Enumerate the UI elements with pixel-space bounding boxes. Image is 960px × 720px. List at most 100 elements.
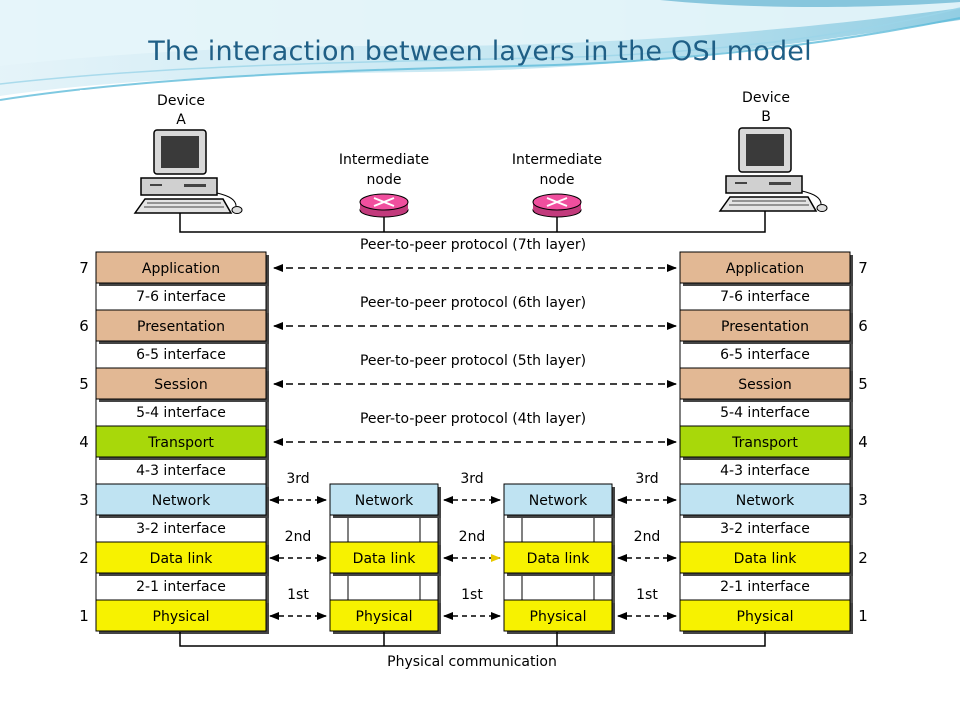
- interface-label-b: 6-5 interface: [720, 347, 810, 363]
- interface-label-b: 5-4 interface: [720, 405, 810, 421]
- interface-label-a: 3-2 interface: [136, 521, 226, 537]
- layer-label-physical-node-1: Physical: [356, 609, 413, 625]
- layer-box-presentation-a: [95, 309, 267, 342]
- node-1-label: Intermediate: [339, 152, 429, 168]
- hop-label-network: 3rd: [286, 471, 309, 487]
- layer-label-network-node-1: Network: [355, 493, 414, 509]
- node-2-label: Intermediate: [512, 152, 602, 168]
- device-b-letter: B: [761, 109, 771, 125]
- layer-label-physical-node-2: Physical: [530, 609, 587, 625]
- hop-label-physical: 1st: [461, 587, 483, 603]
- layer-label-presentation-b: Presentation: [721, 319, 809, 335]
- layer-number-right: 2: [858, 549, 868, 567]
- layer-label-presentation-a: Presentation: [137, 319, 225, 335]
- node-2-sublabel: node: [540, 172, 575, 188]
- hop-label-physical: 1st: [636, 587, 658, 603]
- layer-box-data-link-node-1: [329, 541, 439, 574]
- peer-protocol-label: Peer-to-peer protocol (6th layer): [360, 295, 586, 311]
- layer-label-session-b: Session: [738, 377, 791, 393]
- slide-title: The interaction between layers in the OS…: [148, 36, 812, 67]
- layer-label-data-link-b: Data link: [734, 551, 798, 567]
- interface-label-a: 4-3 interface: [136, 463, 226, 479]
- peer-protocol-arrows: Peer-to-peer protocol (7th layer) Peer-to…: [273, 237, 677, 446]
- hop-label-network: 3rd: [635, 471, 658, 487]
- hop-label-physical: 1st: [287, 587, 309, 603]
- layer-number-left: 3: [79, 491, 89, 509]
- layer-number-left: 4: [79, 433, 89, 451]
- layer-box-network-node-1: [329, 483, 439, 516]
- layer-label-application-a: Application: [142, 261, 220, 277]
- router-icon: [532, 193, 582, 218]
- layer-number-right: 3: [858, 491, 868, 509]
- layer-label-physical-a: Physical: [153, 609, 210, 625]
- physical-link: [179, 632, 766, 647]
- peer-protocol-label: Peer-to-peer protocol (7th layer): [360, 237, 586, 253]
- layer-box-application-a: [95, 251, 267, 284]
- layer-box-data-link-b: [679, 541, 851, 574]
- peer-protocol-label: Peer-to-peer protocol (4th layer): [360, 411, 586, 427]
- layer-number-right: 7: [858, 259, 868, 277]
- layer-box-transport-b: [679, 425, 851, 458]
- intermediate-node-1: Intermediate node: [339, 152, 429, 218]
- interface-label-a: 5-4 interface: [136, 405, 226, 421]
- layer-box-presentation-b: [679, 309, 851, 342]
- layer-number-right: 1: [858, 607, 868, 625]
- layer-box-network-a: [95, 483, 267, 516]
- layer-label-session-a: Session: [154, 377, 207, 393]
- peer-protocol-label: Peer-to-peer protocol (5th layer): [360, 353, 586, 369]
- layer-box-physical-a: [95, 599, 267, 632]
- layer-box-data-link-a: [95, 541, 267, 574]
- layer-box-application-b: [679, 251, 851, 284]
- interface-label-a: 6-5 interface: [136, 347, 226, 363]
- hop-label-datalink: 2nd: [459, 529, 486, 545]
- layer-box-network-b: [679, 483, 851, 516]
- interface-label-b: 7-6 interface: [720, 289, 810, 305]
- device-b: Device B: [718, 90, 828, 212]
- layer-number-left: 2: [79, 549, 89, 567]
- layer-number-left: 7: [79, 259, 89, 277]
- layer-box-network-node-2: [503, 483, 613, 516]
- layer-number-left: 6: [79, 317, 89, 335]
- device-a: Device A: [133, 93, 243, 214]
- hop-label-datalink: 2nd: [285, 529, 312, 545]
- computer-icon: [718, 127, 828, 212]
- hop-label-datalink: 2nd: [634, 529, 661, 545]
- device-a-letter: A: [176, 112, 186, 128]
- interface-label-b: 2-1 interface: [720, 579, 810, 595]
- interface-label-a: 2-1 interface: [136, 579, 226, 595]
- layer-number-left: 1: [79, 607, 89, 625]
- layer-label-data-link-node-1: Data link: [353, 551, 417, 567]
- hop-label-network: 3rd: [460, 471, 483, 487]
- layer-box-session-b: [679, 367, 851, 400]
- layer-box-physical-node-1: [329, 599, 439, 632]
- router-icon: [359, 193, 409, 218]
- device-a-label: Device: [157, 93, 205, 109]
- device-b-label: Device: [742, 90, 790, 106]
- layer-box-physical-b: [679, 599, 851, 632]
- layer-label-network-b: Network: [736, 493, 795, 509]
- layer-label-network-a: Network: [152, 493, 211, 509]
- layer-box-physical-node-2: [503, 599, 613, 632]
- layer-box-session-a: [95, 367, 267, 400]
- interface-label-b: 4-3 interface: [720, 463, 810, 479]
- layer-box-data-link-node-2: [503, 541, 613, 574]
- layer-label-data-link-a: Data link: [150, 551, 214, 567]
- physical-communication-label: Physical communication: [387, 654, 557, 670]
- top-network-link: [179, 211, 766, 233]
- layer-number-right: 4: [858, 433, 868, 451]
- layer-label-data-link-node-2: Data link: [527, 551, 591, 567]
- computer-icon: [133, 129, 243, 214]
- hop-arrows: 3rd 3rd 3rd 2nd 2nd 2nd 1st 1st 1st: [269, 471, 677, 620]
- layer-number-right: 6: [858, 317, 868, 335]
- intermediate-node-2: Intermediate node: [512, 152, 602, 218]
- layer-label-application-b: Application: [726, 261, 804, 277]
- node-1-sublabel: node: [367, 172, 402, 188]
- layer-number-left: 5: [79, 375, 89, 393]
- interface-label-b: 3-2 interface: [720, 521, 810, 537]
